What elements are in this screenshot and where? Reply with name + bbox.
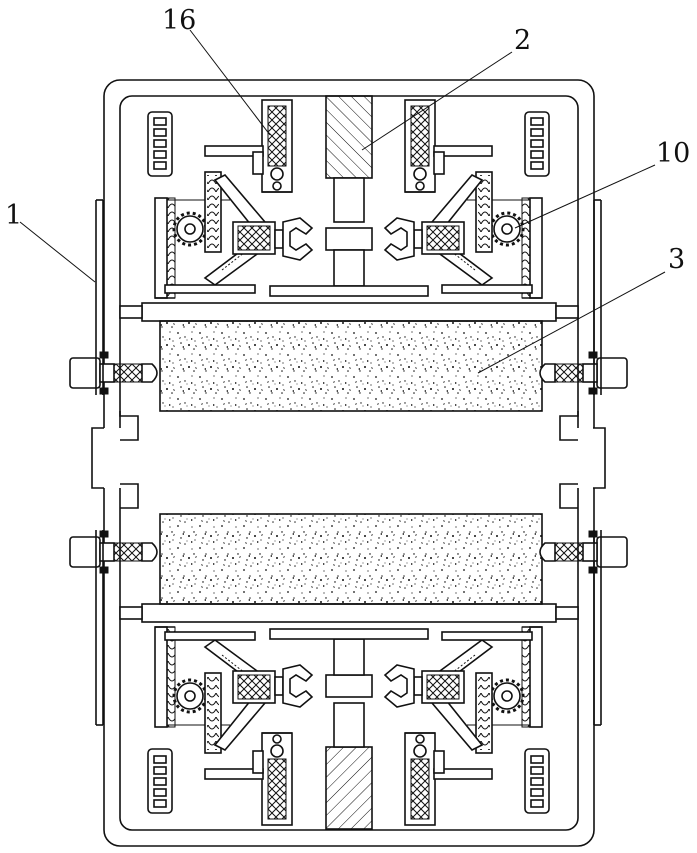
leader-line-16 bbox=[190, 30, 270, 135]
leader-line-1 bbox=[20, 222, 95, 282]
leader-line-2 bbox=[362, 52, 512, 150]
lower-assembly bbox=[70, 514, 627, 829]
upper-assembly bbox=[70, 96, 627, 411]
part-label-3: 3 bbox=[668, 244, 685, 275]
part-label-1: 1 bbox=[5, 200, 22, 231]
part-label-16: 16 bbox=[162, 5, 196, 36]
part-label-2: 2 bbox=[514, 25, 531, 56]
part-label-10: 10 bbox=[656, 138, 690, 169]
